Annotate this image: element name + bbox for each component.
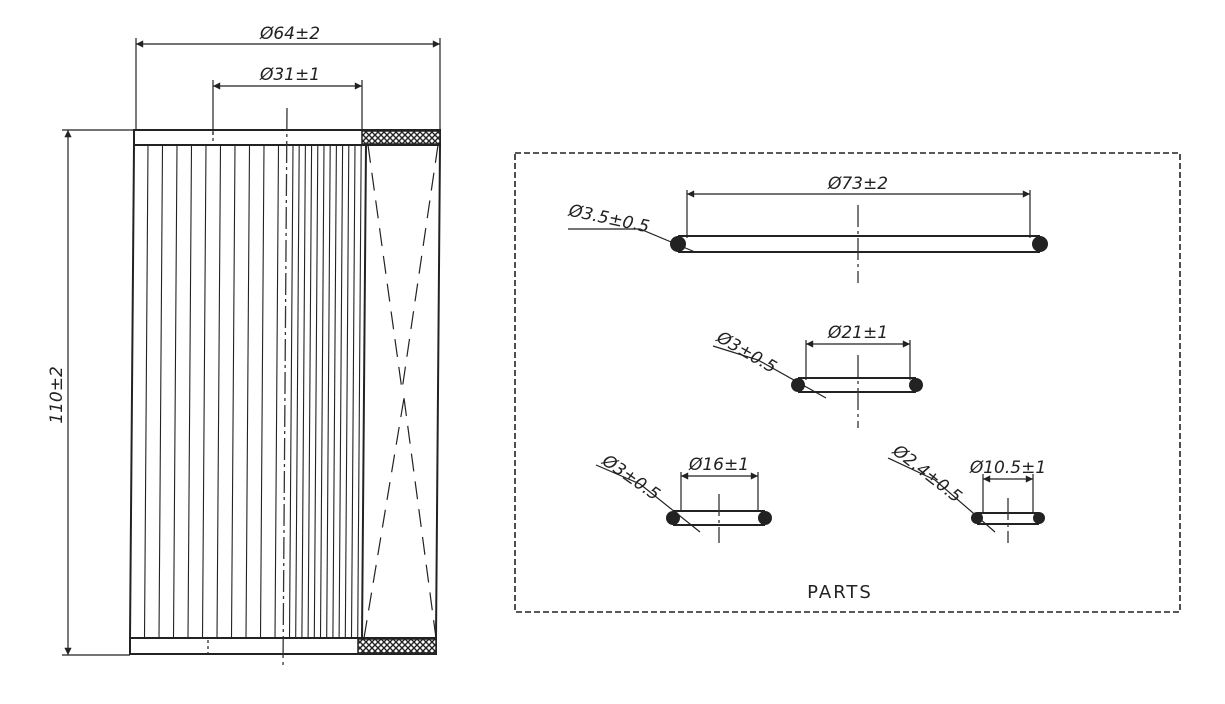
oring-4-leader [887,457,996,533]
pleat-line [350,144,356,639]
top-end-cap-mesh [361,130,441,145]
oring-2: Ø21±1 Ø3±0.5 [712,323,923,428]
filter-element-view: Ø64±2 Ø31±1 110±2 [47,24,441,669]
pleat-line [288,144,294,639]
inner-diameter-label: Ø31±1 [259,65,320,85]
parts-panel: PARTS Ø73±2 Ø3.5±0.5 Ø21±1 [514,152,1181,613]
pleat-line [338,144,344,639]
pleat-line [158,144,164,639]
pleated-media [143,144,362,639]
oring-3-leader [595,464,701,533]
pleat-line [307,144,313,639]
oring-3-diameter-label: Ø16±1 [688,455,749,475]
oring-1: Ø73±2 Ø3.5±0.5 [566,174,1048,283]
oring-4: Ø10.5±1 Ø2.4±0.5 [887,440,1046,543]
pleat-line [230,144,236,639]
filter-body [129,107,441,669]
pleat-line [295,144,300,639]
inner-diameter-dimension: Ø31±1 [212,65,363,135]
pleat-line [201,144,207,639]
pleat-line [274,144,280,639]
pleat-line [259,144,265,639]
filter-centerline [282,107,288,669]
oring-1-section-label: Ø3.5±0.5 [566,201,651,238]
oring-1-leader [568,228,696,253]
pleat-line [187,144,193,639]
bottom-end-cap-mesh [357,638,437,654]
pleat-line [344,144,350,639]
pleat-line [313,144,319,639]
oring-4-diameter-label: Ø10.5±1 [969,458,1046,478]
parts-dashed-border [514,152,1181,613]
oring-2-section-label: Ø3±0.5 [712,327,780,378]
parts-title: PARTS [807,582,873,603]
pleat-line [216,144,222,639]
oring-2-leader [712,345,827,399]
pleat-line [245,144,251,639]
pleat-line [357,144,362,639]
oring-1-diameter-label: Ø73±2 [827,174,888,194]
pleat-line [332,144,337,639]
outer-diameter-label: Ø64±2 [259,24,320,44]
oring-4-section-label: Ø2.4±0.5 [888,440,965,507]
oring-3: Ø16±1 Ø3±0.5 [595,450,772,543]
pleat-line [301,144,306,639]
length-dimension: 110±2 [47,129,134,656]
oring-2-diameter-label: Ø21±1 [827,323,888,343]
pleat-line [319,144,325,639]
oring-3-section-label: Ø3±0.5 [597,450,663,505]
hidden-core-lines [363,144,439,639]
pleat-line [326,144,331,639]
length-label: 110±2 [47,366,67,424]
pleat-line [172,144,178,639]
outer-diameter-dimension: Ø64±2 [135,24,441,130]
pleat-line [143,144,149,639]
